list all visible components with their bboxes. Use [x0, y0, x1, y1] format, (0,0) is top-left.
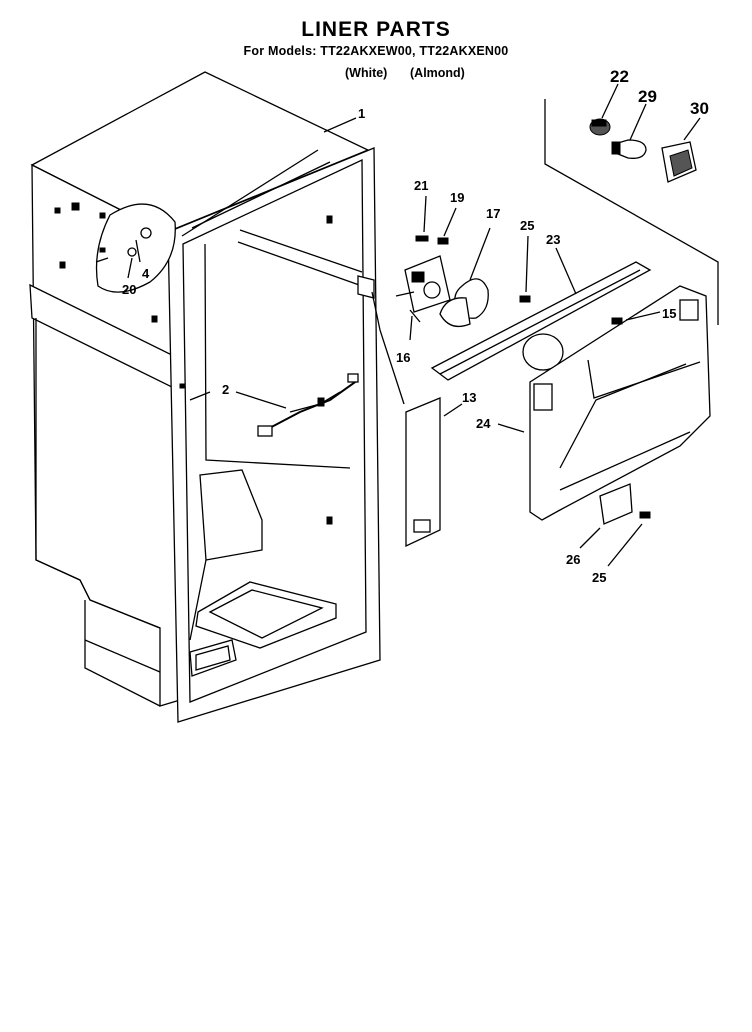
- callout-22: 22: [610, 67, 629, 86]
- callout-16: 16: [396, 350, 410, 365]
- wire-harness: [257, 373, 359, 437]
- callout-25-lower: 25: [592, 570, 606, 585]
- access-plate: [599, 483, 633, 525]
- bulb-group-bracket: [544, 99, 719, 325]
- callout-17: 17: [486, 206, 500, 221]
- callout-29: 29: [638, 87, 657, 106]
- callout-2: 2: [222, 382, 229, 397]
- callout-19: 19: [450, 190, 464, 205]
- callout-20: 20: [122, 282, 136, 297]
- evaporator-cover: [529, 285, 711, 521]
- callout-21: 21: [414, 178, 428, 193]
- callout-15: 15: [662, 306, 676, 321]
- fan-grille: [430, 261, 652, 381]
- screw-lower: [639, 511, 651, 519]
- callout-30: 30: [690, 99, 709, 118]
- callout-1: 1: [358, 106, 365, 121]
- air-duct: [405, 397, 441, 548]
- color-white-label: (White): [345, 66, 388, 80]
- screw-15: [611, 317, 623, 325]
- fan-motor-assembly: [395, 235, 489, 328]
- model-colors: (White) (Almond): [0, 66, 752, 82]
- screw-upper: [519, 295, 531, 303]
- cabinet-liner: [29, 71, 381, 723]
- light-shield: [661, 141, 697, 183]
- callout-23: 23: [546, 232, 560, 247]
- light-socket: [589, 118, 611, 136]
- page-title: LINER PARTS: [301, 18, 451, 41]
- light-bulb: [611, 139, 647, 159]
- diagram-header: LINER PARTS For Models: TT22AKXEW00, TT2…: [0, 18, 752, 58]
- callout-13: 13: [462, 390, 476, 405]
- callout-4: 4: [142, 266, 150, 281]
- leader-lines: [127, 83, 701, 567]
- color-almond-label: (Almond): [410, 66, 465, 80]
- callout-25-upper: 25: [520, 218, 534, 233]
- callout-26: 26: [566, 552, 580, 567]
- callout-24: 24: [476, 416, 491, 431]
- model-numbers: For Models: TT22AKXEW00, TT22AKXEN00: [243, 44, 509, 58]
